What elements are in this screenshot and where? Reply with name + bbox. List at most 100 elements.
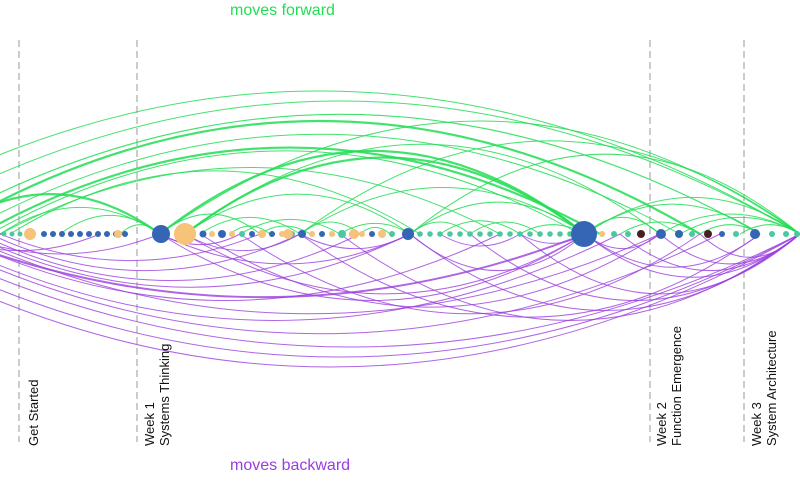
timeline-node — [349, 229, 359, 239]
forward-arc — [199, 217, 301, 235]
timeline-node — [611, 231, 617, 237]
timeline-node — [447, 231, 453, 237]
timeline-node — [218, 230, 226, 238]
timeline-node — [547, 231, 553, 237]
section-label-week-3: Week 3 System Architecture — [749, 330, 779, 446]
backward-arc — [0, 233, 800, 358]
timeline-node — [477, 231, 483, 237]
section-title-text: Function Emergence — [669, 326, 684, 446]
section-week-text: Week 2 — [654, 402, 669, 446]
backward-arc — [0, 233, 661, 315]
backward-arc — [439, 233, 521, 247]
timeline-node — [599, 231, 605, 237]
backward-arc — [239, 233, 701, 315]
timeline-node — [625, 231, 631, 237]
timeline-node — [122, 231, 128, 237]
backward-arc — [299, 233, 411, 250]
backward-arc — [0, 233, 800, 348]
timeline-node — [152, 225, 170, 243]
forward-arc — [439, 220, 521, 235]
backward-arc — [159, 233, 586, 301]
forward-arc — [299, 186, 586, 235]
backward-arc — [0, 233, 411, 288]
forward-arc — [0, 113, 761, 235]
section-label-get-started: Get Started — [26, 380, 41, 446]
section-week-text: Week 1 — [142, 402, 157, 446]
timeline-node — [329, 231, 335, 237]
timeline-node — [750, 229, 760, 239]
backward-arc — [0, 233, 501, 301]
timeline-nodes — [1, 221, 800, 247]
timeline-node — [402, 228, 414, 240]
backward-arc — [0, 233, 621, 321]
timeline-node — [675, 230, 683, 238]
timeline-node — [637, 230, 645, 238]
forward-arc — [0, 100, 800, 235]
backward-arc — [584, 233, 761, 268]
section-week-text: Week 3 — [749, 402, 764, 446]
backward-arc — [0, 233, 800, 368]
moves-backward-label: moves backward — [230, 457, 351, 474]
backward-arc — [184, 233, 301, 252]
timeline-node — [769, 231, 775, 237]
timeline-node — [114, 230, 122, 238]
timeline-node — [656, 229, 666, 239]
forward-arc — [409, 153, 800, 235]
timeline-node — [557, 231, 563, 237]
forward-arc — [409, 201, 586, 235]
timeline-node — [59, 231, 65, 237]
forward-arc — [0, 146, 601, 235]
timeline-node — [68, 231, 74, 237]
timeline-node — [1, 231, 7, 237]
forward-arc — [0, 133, 681, 235]
timeline-node — [517, 231, 523, 237]
forward-arc — [619, 221, 701, 235]
backward-arc — [0, 233, 361, 281]
timeline-node — [467, 231, 473, 237]
forward-arc — [0, 193, 161, 235]
timeline-node — [269, 231, 275, 237]
timeline-node — [487, 231, 493, 237]
timeline-node — [229, 231, 235, 237]
forward-arc — [0, 119, 701, 235]
forward-arc — [184, 156, 586, 235]
section-title-text: Systems Thinking — [157, 343, 172, 446]
timeline-node — [338, 230, 346, 238]
forward-arc — [739, 224, 800, 235]
moves-forward-label: moves forward — [230, 2, 335, 19]
timeline-node — [283, 229, 293, 239]
forward-arc — [239, 218, 341, 235]
timeline-node — [9, 231, 15, 237]
timeline-node — [704, 230, 712, 238]
backward-arc — [0, 233, 721, 335]
timeline-node — [369, 231, 375, 237]
timeline-node — [537, 231, 543, 237]
backward-arc — [199, 233, 661, 308]
timeline-node — [733, 231, 739, 237]
timeline-node — [50, 231, 56, 237]
timeline-node — [249, 231, 255, 237]
timeline-node — [389, 231, 395, 237]
timeline-node — [77, 231, 83, 237]
backward-arc — [0, 233, 586, 299]
timeline-node — [719, 231, 725, 237]
timeline-node — [298, 230, 306, 238]
backward-arc — [409, 233, 586, 271]
forward-arc — [0, 90, 800, 235]
timeline-node — [783, 231, 789, 237]
timeline-node — [319, 231, 325, 237]
timeline-node — [209, 231, 215, 237]
forward-arc — [0, 206, 161, 235]
timeline-node — [359, 231, 365, 237]
backward-arc — [469, 233, 800, 301]
backward-arc — [0, 233, 101, 252]
timeline-node — [199, 230, 207, 238]
section-title-text: Get Started — [26, 379, 41, 446]
timeline-node — [497, 231, 503, 237]
timeline-node — [378, 230, 386, 238]
timeline-node — [794, 231, 800, 237]
timeline-node — [41, 231, 47, 237]
backward-arc — [699, 233, 800, 258]
timeline-node — [17, 231, 23, 237]
